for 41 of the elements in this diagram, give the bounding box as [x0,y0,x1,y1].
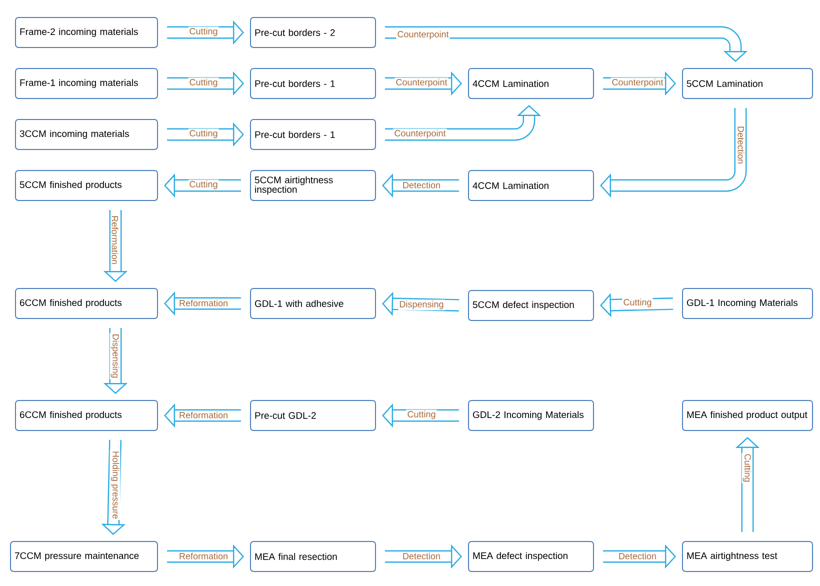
edge-label: Reformation [110,214,120,266]
process-box: Frame-1 incoming materials [15,68,158,99]
edge-label: Detection [736,124,746,165]
process-box: MEA final resection [250,541,376,572]
process-box: Pre-cut GDL-2 [250,400,376,431]
process-box: 5CCM Lamination [682,68,813,99]
edge-label: Cutting [742,452,752,484]
process-box: MEA airtightness test [682,541,813,572]
edge-label: Cutting [622,298,653,308]
edge-label: Dispensing [398,300,445,310]
edge-label: Reformation [178,552,230,560]
process-box: 7CCM pressure maintenance [10,541,158,572]
process-box: Pre-cut borders - 1 [250,119,376,150]
process-box: 6CCM finished products [15,400,158,431]
process-box: GDL-1 Incoming Materials [682,288,813,319]
edge-label: Reformation [178,410,230,420]
process-box: GDL-1 with adhesive [250,288,376,319]
process-box: MEA finished product output [682,400,813,431]
process-box: 6CCM finished products [15,288,158,319]
process-box: 4CCM Lamination [468,68,594,99]
process-box: Pre-cut borders - 2 [250,17,376,48]
process-box: 4CCM Lamination [468,170,594,201]
block-arrow [385,26,748,62]
edge-label: Counterpoint [396,30,450,40]
edge-label: Cutting [406,410,437,420]
edge-label: Counterpoint [393,128,447,140]
process-box: Frame-2 incoming materials [15,17,158,48]
edge-label: Counterpoint [394,78,448,88]
edge-label: Detection [402,552,442,560]
process-box: 5CCM airtightness inspection [250,170,376,201]
edge-label: Detection [402,180,442,190]
process-box: Pre-cut borders - 1 [250,68,376,99]
edge-label: Reformation [178,298,230,308]
block-arrow [600,108,747,198]
process-box: GDL-2 Incoming Materials [468,400,594,431]
process-box: MEA defect inspection [468,541,594,572]
process-box: 5CCM finished products [15,170,158,201]
edge-label: Dispensing [110,332,120,380]
process-box: 5CCM defect inspection [468,290,594,321]
edge-label: Detection [618,552,658,560]
process-box: 3CCM incoming materials [15,119,158,150]
